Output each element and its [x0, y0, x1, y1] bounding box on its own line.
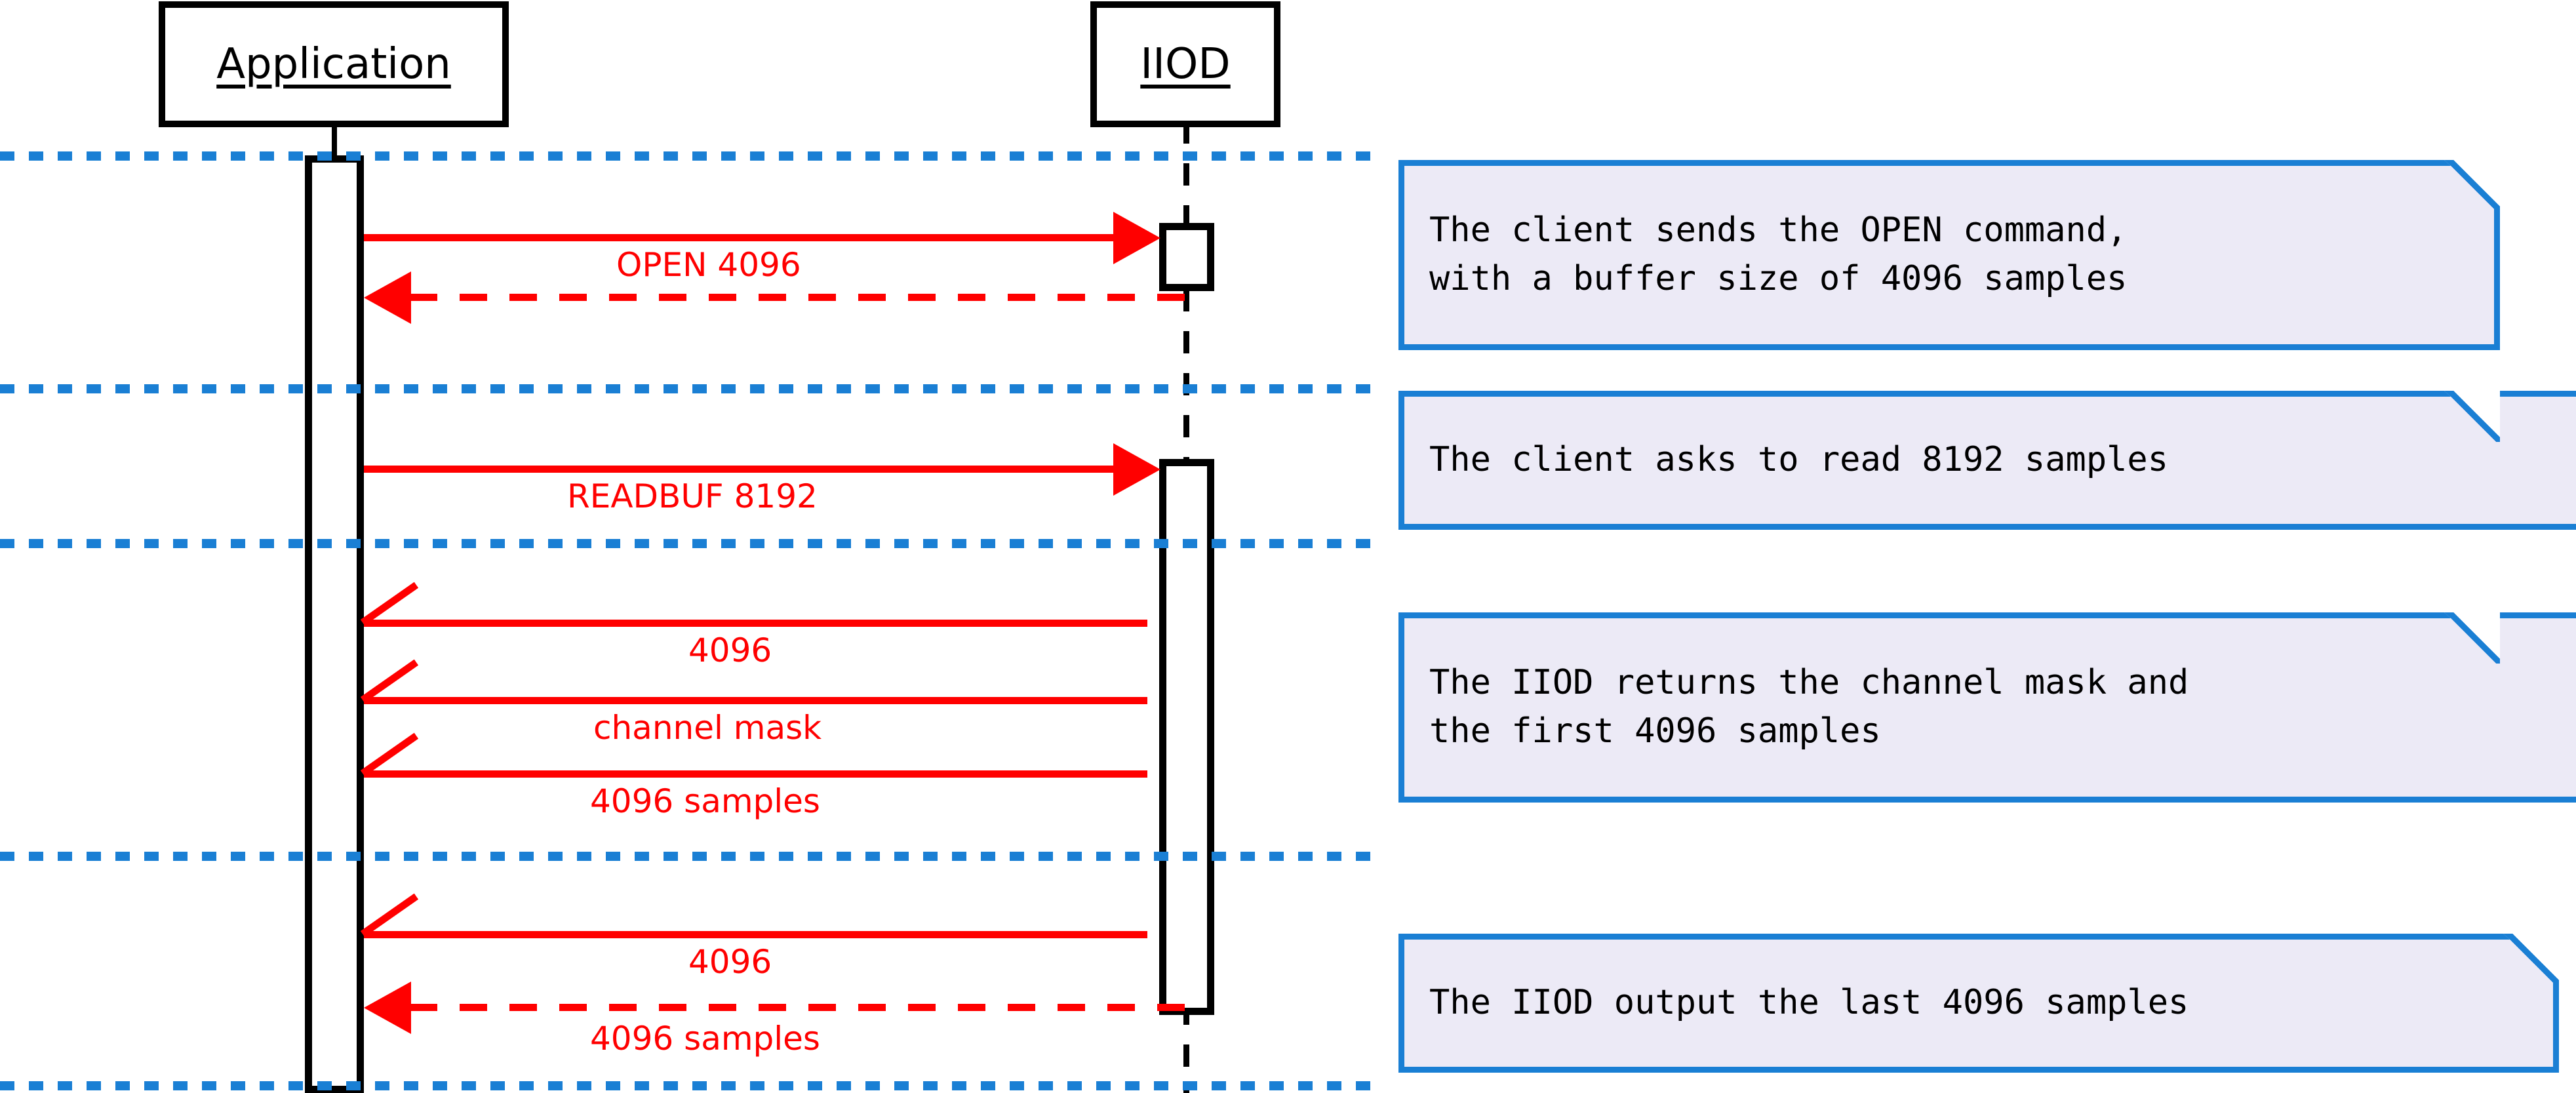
actor-application-label: Application [216, 40, 451, 89]
message-ret-samples-a-line [364, 770, 1147, 778]
actor-application[interactable]: Application [159, 1, 509, 127]
message-ret-4096-a-label: 4096 [688, 631, 772, 669]
message-open-return-arrowhead [364, 271, 411, 324]
separator-4 [0, 852, 1383, 861]
message-open-line [364, 234, 1124, 241]
actor-iiod-label: IIOD [1140, 40, 1231, 89]
message-open-label: OPEN 4096 [616, 246, 801, 284]
activation-iiod-open [1159, 223, 1214, 291]
activation-application [305, 155, 364, 1093]
message-readbuf-label: READBUF 8192 [567, 477, 818, 515]
note-last: The IIOD output the last 4096 samples [1398, 934, 2559, 1073]
separator-2 [0, 384, 1383, 393]
note-readbuf: The client asks to read 8192 samples [1398, 391, 2576, 530]
note-return-text: The IIOD returns the channel mask and th… [1429, 663, 2189, 751]
note-last-fold-line-icon [2508, 934, 2559, 985]
message-ret-4096-b-line [364, 931, 1147, 938]
note-open-fold-line-icon [2449, 160, 2500, 211]
message-ret-4096-b-label: 4096 [688, 943, 772, 981]
message-ret-channel-mask-line [364, 697, 1147, 704]
message-readbuf-arrowhead [1113, 443, 1160, 496]
lifeline-application [332, 121, 337, 167]
separator-1 [0, 151, 1383, 161]
note-open-text: The client sends the OPEN command, with … [1429, 210, 2128, 298]
separator-3 [0, 539, 1383, 548]
message-open-return-line [410, 294, 1193, 301]
message-ret-samples-a-arrowhead [363, 736, 419, 777]
activation-iiod-readbuf [1159, 459, 1214, 1015]
message-ret-samples-b-arrowhead [364, 982, 411, 1034]
message-ret-samples-b-label: 4096 samples [590, 1020, 820, 1058]
message-ret-samples-a-label: 4096 samples [590, 782, 820, 820]
message-ret-4096-a-line [364, 620, 1147, 627]
message-ret-samples-b-line [410, 1004, 1193, 1011]
note-return: The IIOD returns the channel mask and th… [1398, 612, 2576, 803]
separator-5 [0, 1081, 1383, 1090]
note-readbuf-fold-line-icon [2449, 391, 2500, 442]
message-ret-channel-mask-label: channel mask [593, 709, 822, 747]
message-readbuf-line [364, 466, 1124, 473]
message-ret-4096-b-arrowhead [363, 897, 419, 938]
note-return-fold-line-icon [2449, 612, 2500, 664]
message-ret-channel-mask-arrowhead [363, 663, 419, 704]
note-last-text: The IIOD output the last 4096 samples [1429, 983, 2189, 1023]
note-open: The client sends the OPEN command, with … [1398, 160, 2500, 350]
actor-iiod[interactable]: IIOD [1090, 1, 1280, 127]
message-ret-4096-a-arrowhead [363, 586, 419, 626]
message-open-arrowhead [1113, 212, 1160, 264]
note-readbuf-text: The client asks to read 8192 samples [1429, 440, 2169, 480]
